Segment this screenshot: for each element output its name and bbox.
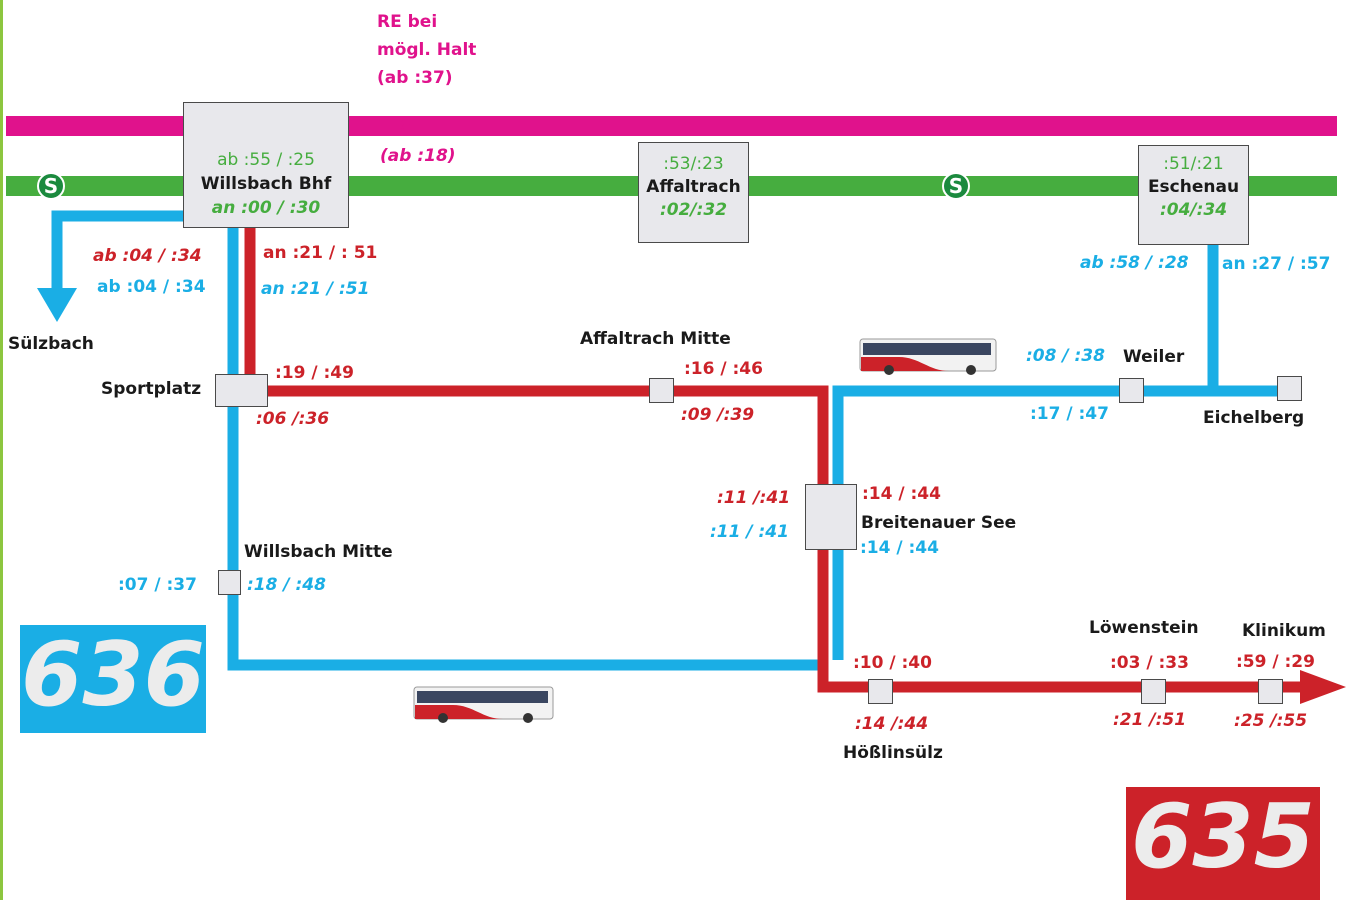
affaltrach-departures: :53/:23 — [663, 154, 724, 174]
station-willsbach-bhf[interactable]: ab :55 / :25 Willsbach Bhf an :00 / :30 — [183, 102, 349, 228]
bus-icon — [859, 338, 997, 375]
stop-name-weiler: Weiler — [1123, 347, 1185, 367]
stop-breitenauer-see[interactable] — [805, 484, 857, 550]
bus-icon — [413, 686, 554, 723]
stop-sportplatz[interactable] — [215, 374, 268, 407]
stop-name-sportplatz: Sportplatz — [101, 379, 202, 399]
eschenau-departures: :51/:21 — [1163, 154, 1224, 174]
route-badge-636: 636 — [20, 625, 206, 733]
eschenau-name: Eschenau — [1147, 177, 1240, 197]
stop-name-eichelberg: Eichelberg — [1203, 408, 1305, 428]
sportplatz-red-time: :19 / :49 — [275, 363, 354, 383]
breitenauer-blue-time: :14 / :44 — [860, 538, 939, 558]
bhf-red-departure: ab :04 / :34 — [93, 246, 202, 266]
stop-klinikum[interactable] — [1258, 679, 1283, 704]
breitenauer-blue-italic-time: :11 / :41 — [710, 522, 789, 542]
willsbach-mitte-right-time: :18 / :48 — [247, 575, 326, 595]
stop-name-affaltrach-mitte: Affaltrach Mitte — [580, 329, 731, 349]
klinikum-bottom-time: :25 /:55 — [1234, 711, 1308, 731]
suelzbach-arrow — [37, 288, 77, 322]
eschenau-arrivals: :04/:34 — [1159, 200, 1228, 220]
hoesslinsuelz-top-time: :10 / :40 — [853, 653, 932, 673]
eschenau-blue-departure: ab :58 / :28 — [1080, 253, 1189, 273]
willsbach-bhf-departures: ab :55 / :25 — [217, 150, 315, 170]
affaltrach-name: Affaltrach — [646, 177, 741, 197]
stop-affaltrach-mitte[interactable] — [649, 378, 674, 403]
line-635 — [244, 228, 1305, 693]
station-affaltrach[interactable]: :53/:23 Affaltrach :02/:32 — [638, 142, 749, 243]
stop-name-klinikum: Klinikum — [1242, 621, 1326, 641]
bhf-red-arrival: an :21 / : 51 — [263, 243, 378, 263]
re-stop-note: RE bei mögl. Halt (ab :37) — [377, 12, 477, 88]
bhf-blue-arrival: an :21 / :51 — [261, 279, 370, 299]
bhf-blue-departure: ab :04 / :34 — [97, 277, 206, 297]
stop-name-breitenauer-see: Breitenauer See — [861, 513, 1017, 533]
eschenau-blue-arrival: an :27 / :57 — [1222, 254, 1331, 274]
route-badge-635: 635 — [1126, 787, 1320, 900]
re-label: RE — [394, 117, 417, 137]
sbahn-icon: S — [37, 172, 65, 200]
affaltrach-mitte-italic-time: :09 /:39 — [681, 405, 755, 425]
affaltrach-arrivals: :02/:32 — [659, 200, 728, 220]
line-636 — [51, 210, 1288, 671]
klinikum-arrow — [1300, 670, 1346, 704]
sbahn-icon: S — [942, 172, 970, 200]
willsbach-bhf-arrivals: an :00 / :30 — [211, 198, 321, 218]
loewenstein-top-time: :03 / :33 — [1110, 653, 1189, 673]
left-border — [0, 0, 3, 900]
breitenauer-red-time: :14 / :44 — [862, 484, 941, 504]
stop-weiler[interactable] — [1119, 378, 1144, 403]
hoesslinsuelz-bottom-time: :14 /:44 — [855, 714, 929, 734]
willsbach-mitte-left-time: :07 / :37 — [118, 575, 197, 595]
willsbach-bhf-name: Willsbach Bhf — [200, 174, 332, 194]
klinikum-top-time: :59 / :29 — [1236, 652, 1315, 672]
breitenauer-red-italic-time: :11 /:41 — [717, 488, 791, 508]
stop-willsbach-mitte[interactable] — [218, 570, 241, 595]
affaltrach-mitte-red-time: :16 / :46 — [684, 359, 763, 379]
re-time: (ab :18) — [380, 146, 456, 166]
weiler-top-time: :08 / :38 — [1026, 346, 1105, 366]
station-eschenau[interactable]: :51/:21 Eschenau :04/:34 — [1138, 145, 1249, 245]
stop-hoesslinsuelz[interactable] — [868, 679, 893, 704]
stop-name-loewenstein: Löwenstein — [1089, 618, 1199, 638]
stop-name-hoesslinsuelz: Hößlinsülz — [843, 743, 943, 763]
weiler-bottom-time: :17 / :47 — [1030, 404, 1109, 424]
stop-loewenstein[interactable] — [1141, 679, 1166, 704]
stop-name-suelzbach: Sülzbach — [8, 334, 94, 354]
sportplatz-italic-time: :06 /:36 — [256, 409, 330, 429]
stop-name-willsbach-mitte: Willsbach Mitte — [244, 542, 393, 562]
loewenstein-bottom-time: :21 /:51 — [1113, 710, 1187, 730]
stop-eichelberg[interactable] — [1277, 376, 1302, 401]
